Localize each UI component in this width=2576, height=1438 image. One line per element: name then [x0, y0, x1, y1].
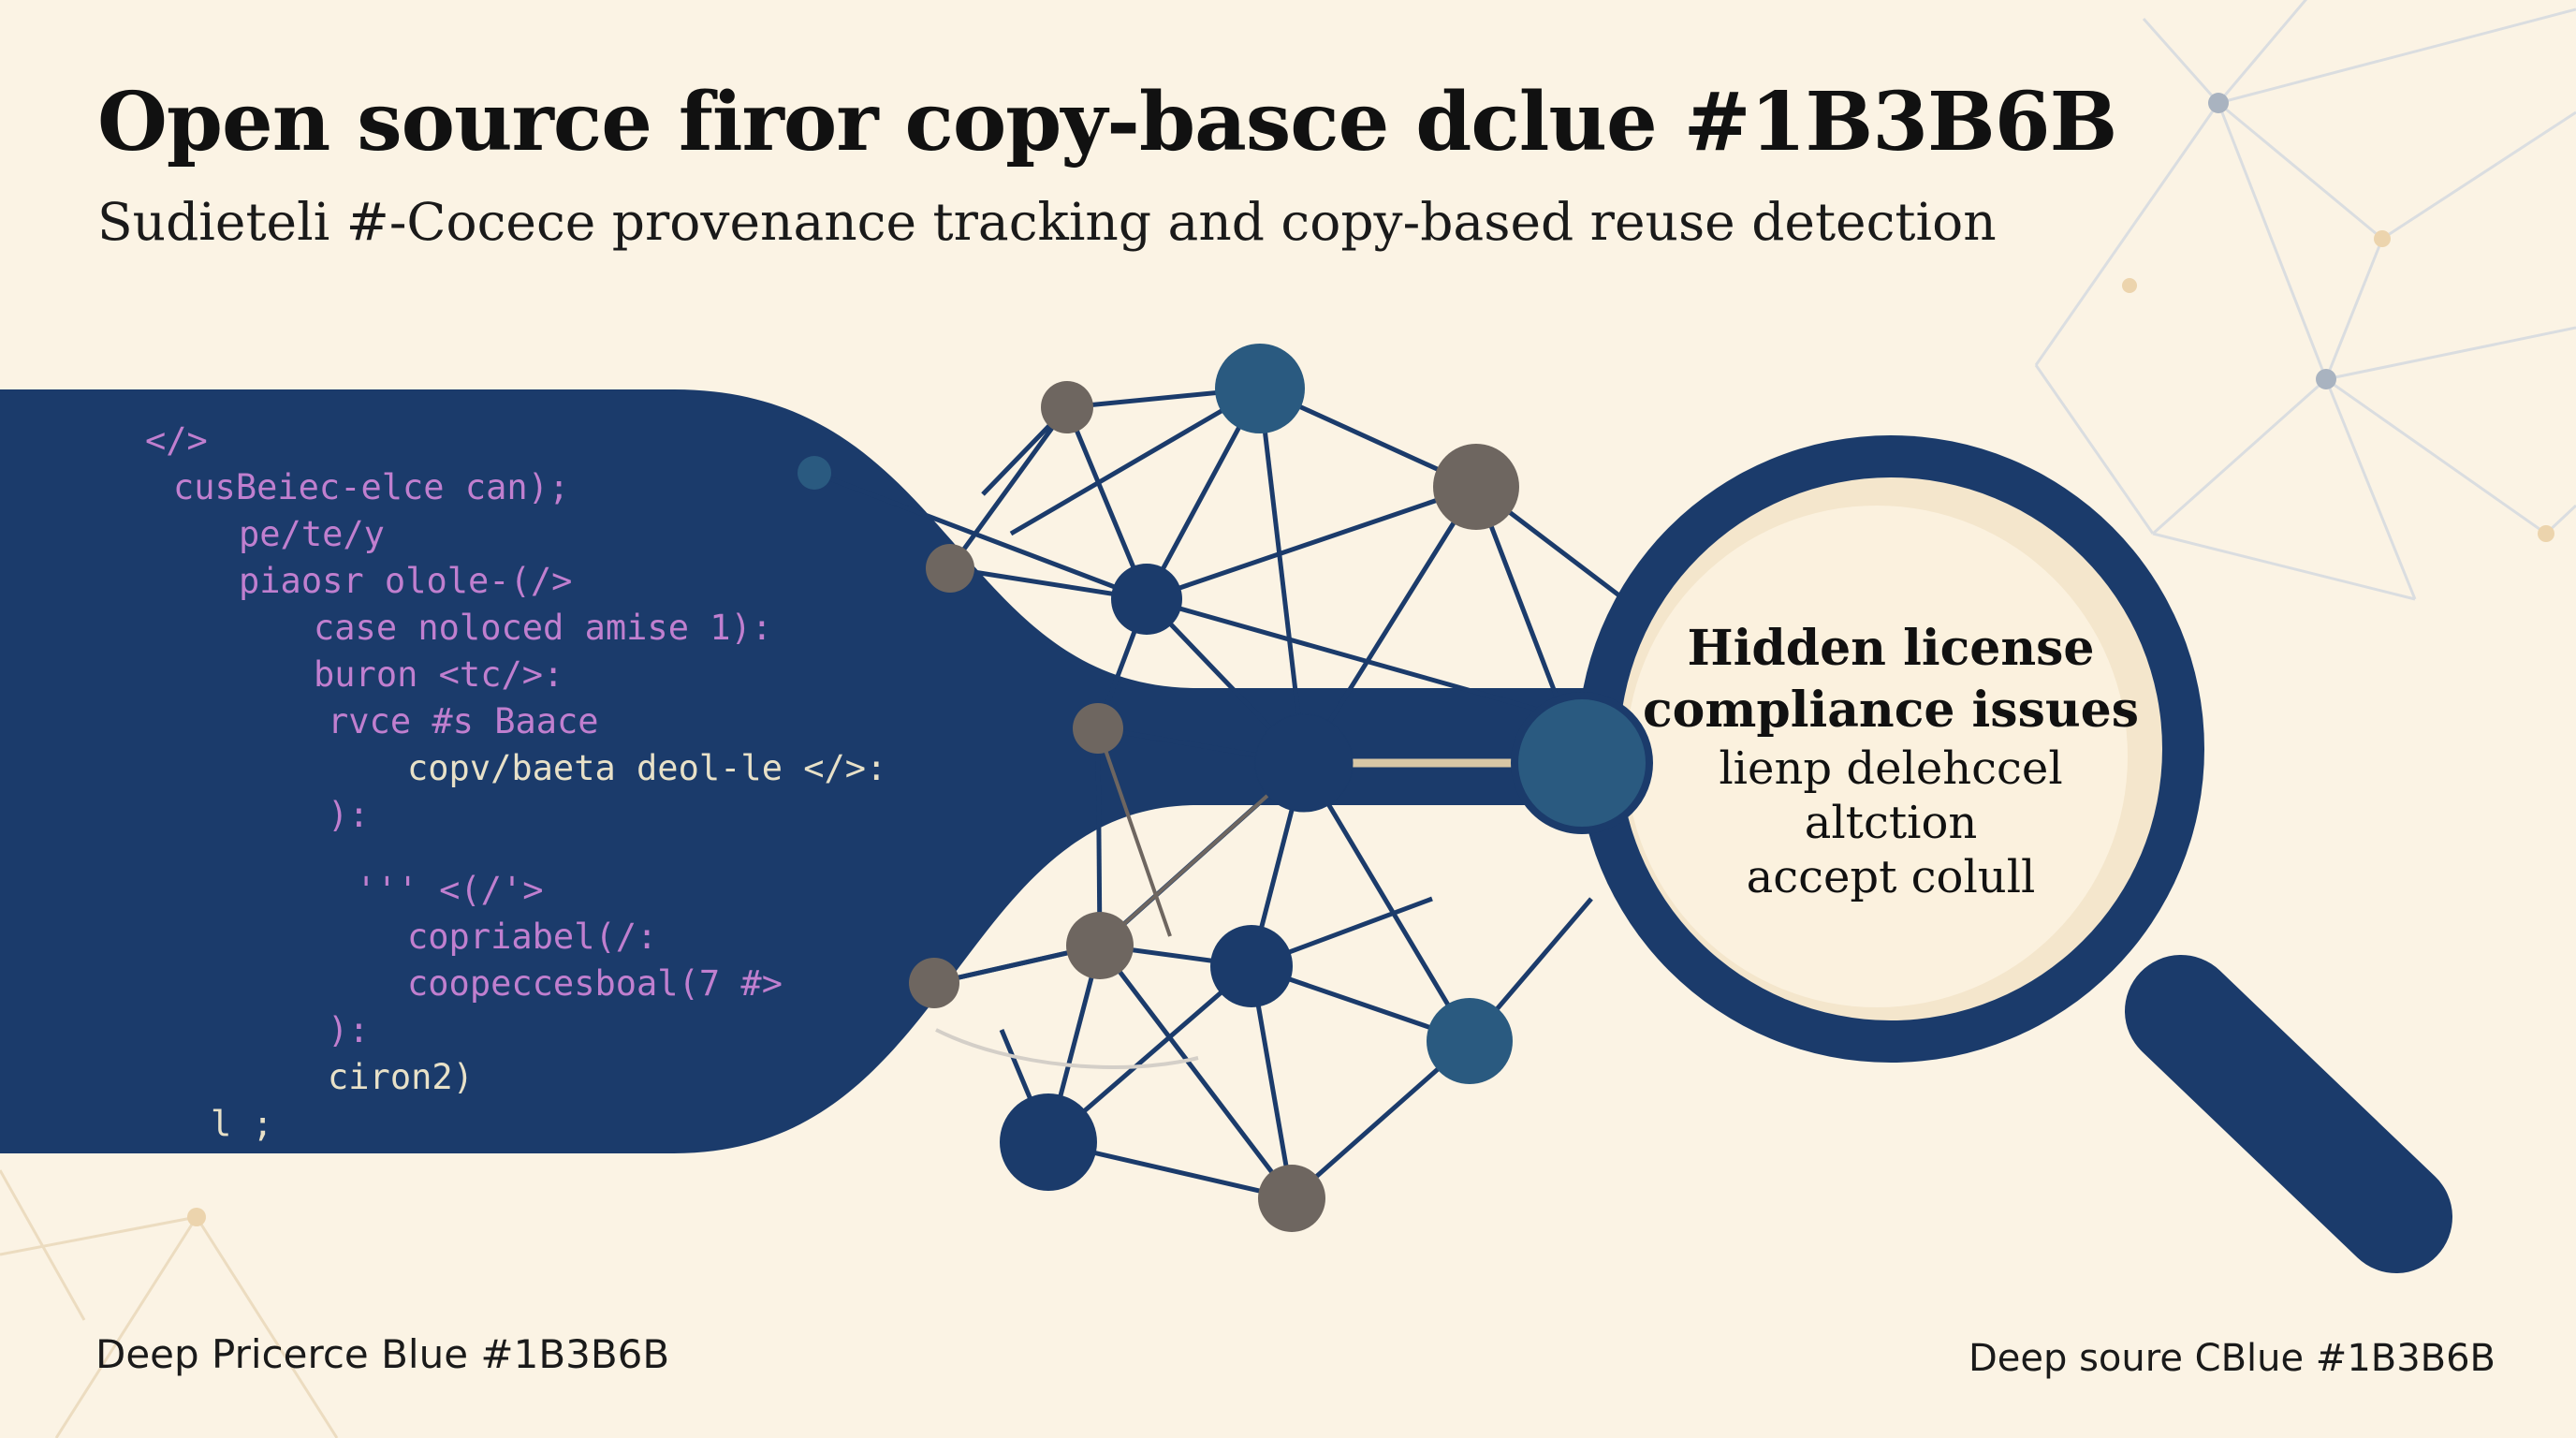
code-line: piaosr olole-(/>	[239, 561, 573, 601]
code-line: </>	[145, 420, 208, 461]
code-line: case noloced amise 1):	[314, 608, 773, 648]
code-line: rvce #s Baace	[328, 701, 599, 741]
code-line: buron <tc/>:	[314, 654, 564, 695]
web-node	[187, 1208, 206, 1226]
curve-edge	[935, 1028, 1199, 1069]
footer-caption-left: Deep Pricerce Blue #1B3B6B	[95, 1331, 670, 1377]
network-node	[1000, 1093, 1097, 1191]
code-line: l ;	[211, 1104, 273, 1144]
lens-callout: Hidden license compliance issues lienp d…	[1629, 618, 2153, 904]
lens-sub-line: lienp delehccel	[1719, 742, 2063, 795]
code-snippet: </> cusBeiec-elce can); pe/te/y piaosr olol…	[145, 418, 886, 1148]
network-node	[798, 456, 831, 490]
code-line: ciron2)	[328, 1057, 474, 1097]
network-node	[1433, 444, 1519, 530]
lens-heading-line: compliance issues	[1642, 682, 2140, 739]
code-line: coopeccesboal(7 #>	[407, 963, 783, 1004]
page-title: Open source firor copy-basce dclue #1B3B…	[97, 75, 2117, 169]
lens-sub-line: altction	[1804, 797, 1978, 849]
network-node	[1111, 564, 1182, 635]
web-node	[2374, 230, 2391, 247]
code-line: copv/baeta deol-le </>:	[407, 748, 887, 788]
network-node	[1427, 998, 1513, 1084]
network-node	[1215, 344, 1305, 433]
lens-heading-line: Hidden license	[1687, 620, 2095, 677]
code-panel	[0, 389, 1610, 1153]
network-node	[1073, 703, 1123, 754]
background-web-bottom	[0, 1169, 339, 1438]
page-subtitle: Sudieteli #-Cocece provenance tracking a…	[97, 192, 1997, 252]
footer-caption-right: Deep soure CBlue #1B3B6B	[1968, 1337, 2496, 1380]
code-line: cusBeiec-elce can);	[173, 467, 570, 507]
network-node	[926, 544, 974, 593]
web-node	[2538, 525, 2554, 542]
code-line: ):	[328, 795, 370, 835]
lens-hub-node	[1511, 692, 1653, 834]
network-node	[1041, 381, 1093, 433]
code-line: pe/te/y	[239, 514, 385, 554]
magnifying-glass-icon	[1577, 435, 2452, 1273]
code-line: copriabel(/:	[407, 917, 658, 957]
network-node	[1210, 925, 1293, 1007]
network-node	[1066, 912, 1134, 979]
web-node	[2122, 278, 2137, 293]
network-node	[1258, 1165, 1325, 1232]
network-node	[909, 958, 959, 1008]
network-node	[1254, 713, 1354, 813]
background-web	[2034, 0, 2576, 601]
web-node	[2316, 369, 2336, 389]
code-spacer	[145, 839, 886, 867]
code-line: ):	[328, 1010, 370, 1050]
code-line: ''' <(/'>	[356, 870, 544, 910]
web-node	[2208, 93, 2229, 113]
lens-sub-line: accept colull	[1746, 851, 2036, 903]
